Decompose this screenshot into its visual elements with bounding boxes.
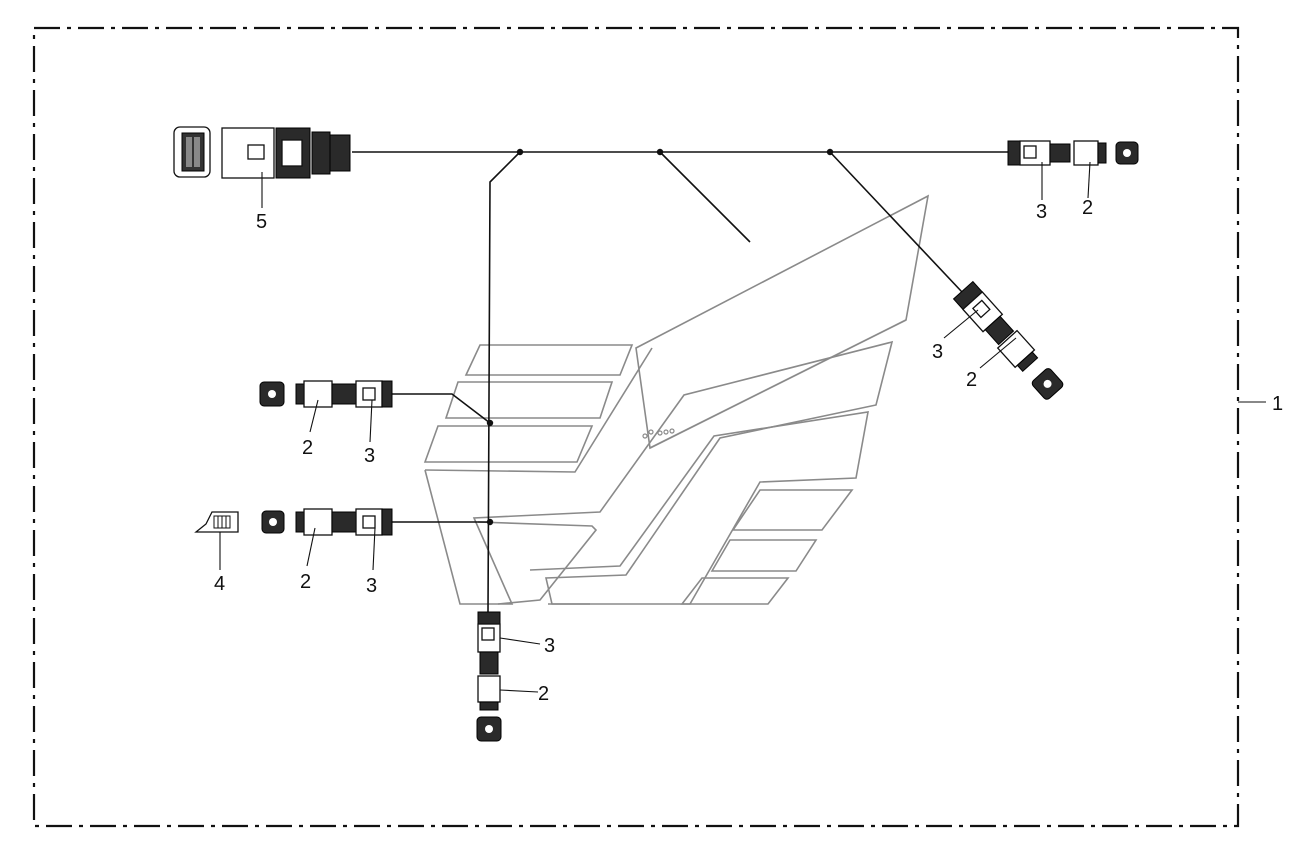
connector-group-left-lower xyxy=(261,508,393,536)
wire-junctions xyxy=(486,148,834,526)
callout-main-connector: 5 xyxy=(256,211,267,233)
vehicle-badge xyxy=(642,428,675,439)
main-connector xyxy=(173,126,351,179)
connector-group-diagonal xyxy=(952,280,1064,400)
connector-group-left-upper xyxy=(259,380,393,408)
callout-leaders xyxy=(219,161,1266,693)
harness-wires xyxy=(352,151,1010,613)
callout-plug-right: 2 xyxy=(1082,197,1093,219)
vehicle-outline xyxy=(423,194,930,605)
connector-group-bottom xyxy=(476,611,502,742)
callout-socket-left-upper: 3 xyxy=(364,445,375,467)
callout-assembly: 1 xyxy=(1272,393,1283,415)
callout-plug-left-lower: 2 xyxy=(300,571,311,593)
connector-group-right xyxy=(1007,140,1139,166)
callout-socket-bottom: 3 xyxy=(544,635,555,657)
callout-plug-left-upper: 2 xyxy=(302,437,313,459)
callout-socket-diagonal: 3 xyxy=(932,341,943,363)
callout-socket-right: 3 xyxy=(1036,201,1047,223)
assembly-boundary xyxy=(32,26,1240,828)
cable-clip xyxy=(194,511,239,533)
callout-clip: 4 xyxy=(214,573,225,595)
callout-plug-diagonal: 2 xyxy=(966,369,977,391)
callout-plug-bottom: 2 xyxy=(538,683,549,705)
callout-socket-left-lower: 3 xyxy=(366,575,377,597)
